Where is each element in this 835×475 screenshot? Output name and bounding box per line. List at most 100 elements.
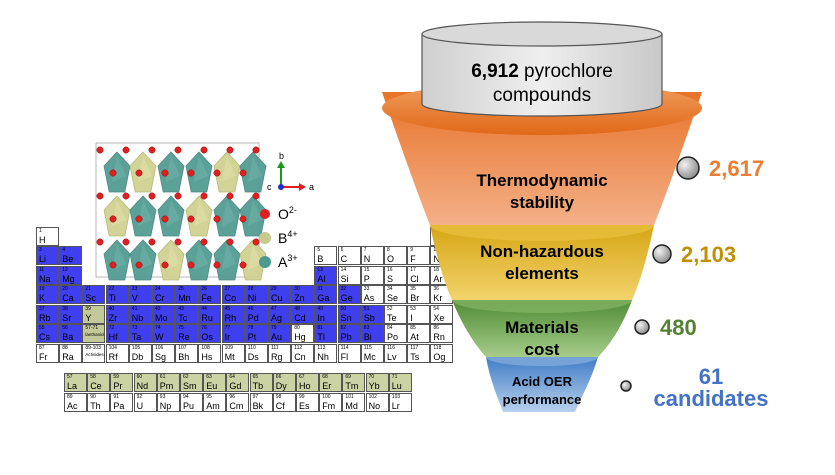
atomic-number: 99	[299, 394, 305, 400]
atomic-number: 109	[224, 345, 233, 351]
atomic-number: 29	[271, 286, 277, 292]
element-symbol: As	[363, 293, 375, 303]
element-symbol: S	[387, 274, 394, 284]
oxygen-atom	[239, 169, 247, 177]
atomic-number: 100	[322, 394, 331, 400]
oxygen-atom	[239, 261, 247, 269]
element-symbol: Al	[317, 274, 326, 284]
atomic-number: 38	[62, 306, 68, 312]
element-symbol: Bk	[252, 401, 264, 411]
atomic-number: 25	[178, 286, 184, 292]
atomic-number: 80	[294, 325, 300, 331]
element-symbol: Os	[201, 332, 213, 342]
element-symbol: Nb	[131, 313, 144, 323]
atomic-number: 86	[433, 325, 439, 331]
element-symbol: Ac	[67, 401, 78, 411]
stage-3-label-line2: cost	[525, 340, 560, 359]
a-site-polyhedron	[157, 151, 185, 193]
atomic-number: 35	[410, 286, 416, 292]
axis-b-label: b	[279, 151, 284, 161]
atomic-number: 64	[229, 374, 235, 380]
element-symbol: B	[317, 254, 324, 264]
oxygen-atom	[96, 146, 104, 154]
atomic-number: 105	[131, 345, 141, 351]
atomic-number: 53	[410, 306, 416, 312]
element-symbol: Mc	[363, 352, 376, 362]
element-symbol: Fr	[39, 352, 48, 362]
atomic-number: 55	[39, 325, 45, 331]
atomic-number: 9	[410, 247, 413, 253]
element-symbol: Co	[224, 293, 237, 303]
atomic-number: 51	[363, 306, 370, 312]
element-symbol: Hs	[201, 352, 213, 362]
atomic-number: 65	[252, 374, 259, 380]
legend-ion-a: A3+	[278, 253, 298, 270]
oxygen-atom	[200, 146, 208, 154]
element-symbol: In	[317, 313, 325, 323]
element-symbol: Ge	[340, 293, 353, 303]
atomic-number: 21	[85, 286, 91, 292]
element-symbol: Nh	[317, 352, 329, 362]
stage-4-label-line2: performance	[503, 392, 582, 407]
element-symbol: Fe	[201, 293, 212, 303]
crystal-structure	[95, 142, 267, 281]
element-symbol: V	[131, 293, 138, 303]
legend-ion-b: B4+	[278, 229, 298, 246]
atomic-number: 116	[387, 345, 395, 351]
atomic-number: 91	[113, 394, 119, 400]
element-symbol: Zr	[108, 313, 118, 323]
atomic-number: 112	[294, 345, 303, 351]
element-symbol: Cu	[271, 293, 283, 303]
element-symbol: Re	[178, 332, 190, 342]
element-symbol: Ti	[108, 293, 116, 303]
oxygen-atom	[148, 146, 156, 154]
element-symbol: Se	[387, 293, 399, 303]
oxygen-atom	[148, 192, 156, 200]
axis-c-label: c	[267, 182, 272, 192]
atomic-number: 12	[62, 267, 68, 273]
atomic-number: 89-103	[85, 345, 101, 351]
atomic-number: 114	[340, 345, 349, 351]
element-symbol: Sr	[62, 313, 72, 323]
stage-4-count-unit: candidates	[654, 386, 769, 411]
element-symbol: Te	[387, 313, 397, 323]
atomic-number: 48	[294, 306, 300, 312]
polyhedron-face	[111, 200, 127, 226]
atomic-number: 93	[159, 394, 166, 400]
element-symbol: Cm	[229, 401, 244, 411]
atomic-number: 77	[224, 325, 231, 331]
polyhedron-face	[247, 200, 263, 226]
atomic-number: 30	[294, 286, 300, 292]
oxygen-atom	[161, 169, 169, 177]
element-symbol: Ag	[271, 313, 283, 323]
atomic-number: 110	[247, 345, 256, 351]
element-symbol: Rn	[433, 332, 445, 342]
atomic-number: 54	[433, 306, 439, 312]
stage-counts: 2,617 2,103 480 61 candidates	[620, 156, 769, 411]
atomic-number: 49	[317, 306, 323, 312]
atomic-number: 3	[39, 247, 42, 253]
a-site-polyhedron	[103, 151, 131, 193]
